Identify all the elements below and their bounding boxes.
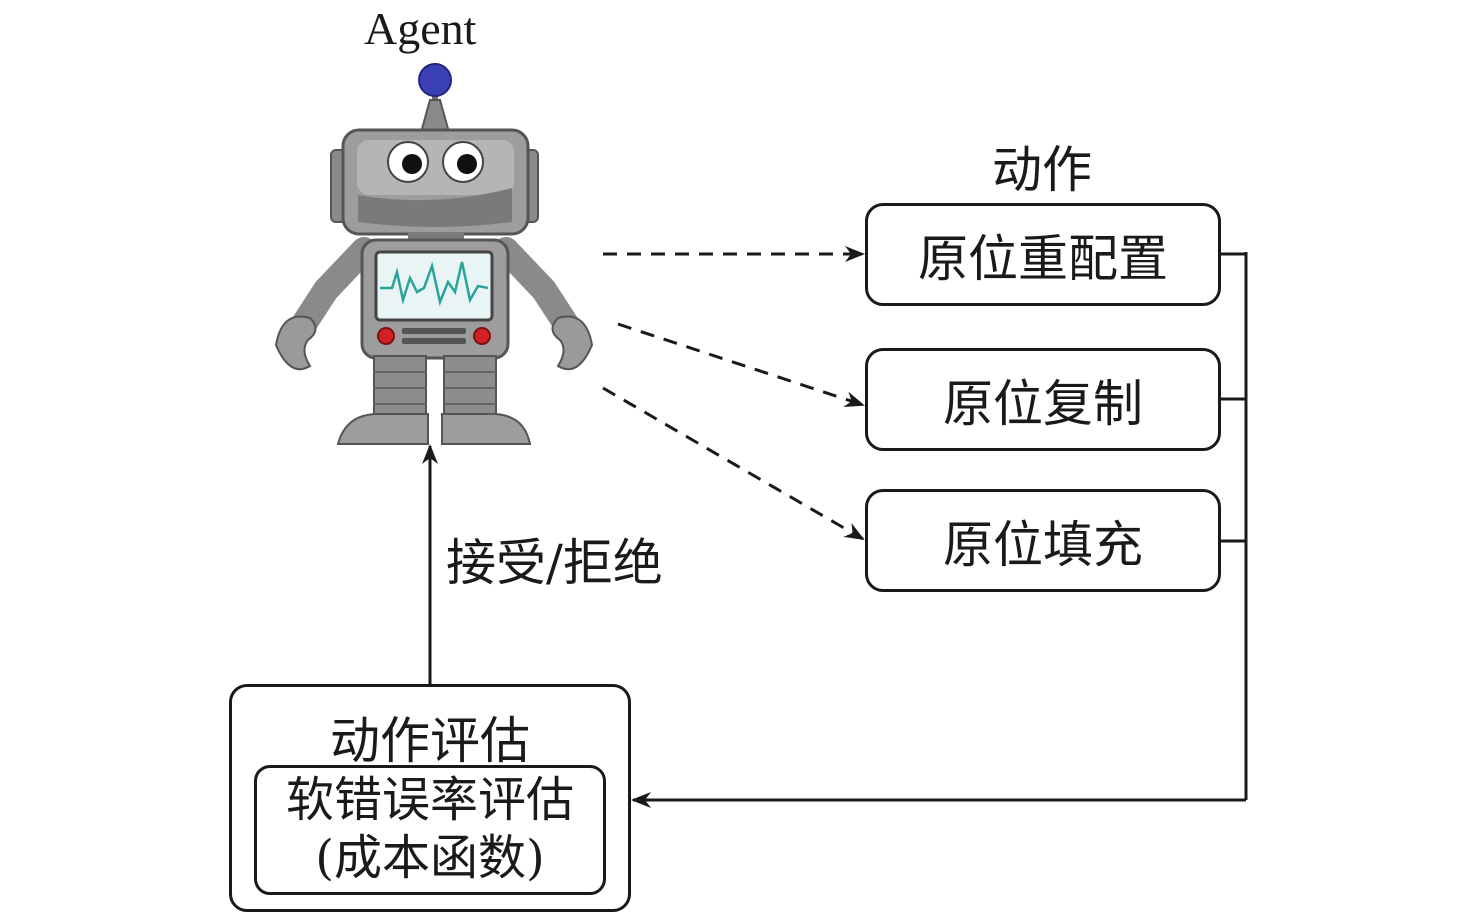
agent-label: Agent xyxy=(364,3,477,54)
action-label-fill: 原位填充 xyxy=(943,515,1143,574)
evaluation-inner-line2: (成本函数) xyxy=(315,830,545,886)
feedback-label: 接受/拒绝 xyxy=(446,534,663,592)
action-box-fill: 原位填充 xyxy=(865,489,1221,592)
dashed-arrow-fill xyxy=(602,386,865,541)
dashed-arrow-copy xyxy=(617,322,865,407)
evaluation-inner-box: 软错误率评估 (成本函数) xyxy=(254,765,606,895)
action-label-reconfig: 原位重配置 xyxy=(918,229,1168,288)
robot-icon xyxy=(274,63,594,445)
action-label-copy: 原位复制 xyxy=(943,374,1143,433)
robot-heartbeat-wave xyxy=(380,261,489,307)
evaluation-inner-line1: 软错误率评估 xyxy=(285,772,574,829)
antenna-ball xyxy=(418,63,452,97)
actions-title: 动作 xyxy=(992,141,1092,199)
evaluation-title: 动作评估 xyxy=(330,712,530,770)
action-box-reconfig: 原位重配置 xyxy=(865,203,1221,306)
action-box-copy: 原位复制 xyxy=(865,348,1221,451)
evaluation-box: 动作评估 软错误率评估 (成本函数) xyxy=(229,684,631,912)
